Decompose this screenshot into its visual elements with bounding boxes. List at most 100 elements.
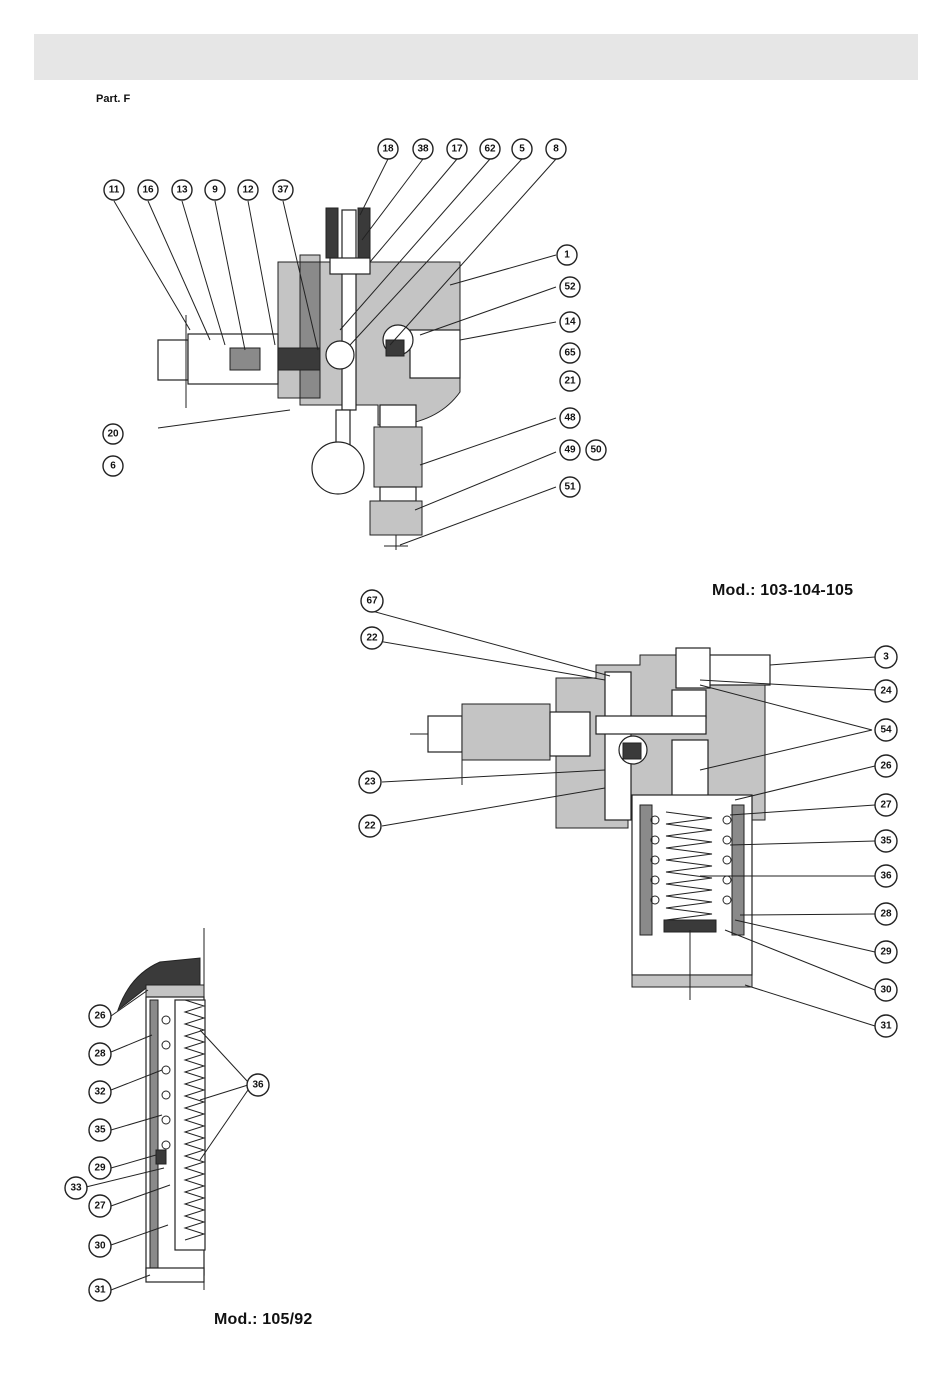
callout-3: 3 — [875, 646, 897, 668]
svg-text:28: 28 — [94, 1049, 106, 1060]
svg-text:65: 65 — [564, 348, 576, 359]
svg-text:22: 22 — [364, 821, 376, 832]
callout-49: 49 — [560, 440, 580, 460]
svg-text:31: 31 — [94, 1285, 106, 1296]
svg-text:28: 28 — [880, 909, 892, 920]
svg-text:13: 13 — [176, 185, 188, 196]
svg-text:35: 35 — [880, 836, 892, 847]
callout-67: 67 — [361, 590, 383, 612]
callout-37: 37 — [273, 180, 293, 200]
callout-28: 28 — [875, 903, 897, 925]
svg-text:20: 20 — [107, 429, 119, 440]
svg-text:26: 26 — [94, 1011, 106, 1022]
svg-text:22: 22 — [366, 633, 378, 644]
svg-text:27: 27 — [880, 800, 892, 811]
svg-text:29: 29 — [880, 947, 892, 958]
callout-9: 9 — [205, 180, 225, 200]
callout-26: 26 — [875, 755, 897, 777]
svg-text:67: 67 — [366, 596, 378, 607]
callout-35: 35 — [89, 1119, 111, 1141]
callout-29: 29 — [875, 941, 897, 963]
callout-30: 30 — [875, 979, 897, 1001]
svg-text:36: 36 — [252, 1080, 264, 1091]
svg-text:31: 31 — [880, 1021, 892, 1032]
svg-text:16: 16 — [142, 185, 154, 196]
svg-text:11: 11 — [109, 185, 120, 196]
callout-8: 8 — [546, 139, 566, 159]
diagram-3-body — [118, 928, 205, 1290]
callout-28: 28 — [89, 1043, 111, 1065]
svg-text:5: 5 — [519, 144, 525, 155]
callout-23: 23 — [359, 771, 381, 793]
callout-36: 36 — [247, 1074, 269, 1096]
callout-31: 31 — [89, 1279, 111, 1301]
callout-6: 6 — [103, 456, 123, 476]
callout-32: 32 — [89, 1081, 111, 1103]
svg-text:30: 30 — [880, 985, 892, 996]
svg-text:21: 21 — [564, 376, 576, 387]
callout-13: 13 — [172, 180, 192, 200]
svg-text:49: 49 — [564, 445, 576, 456]
callout-27: 27 — [875, 794, 897, 816]
svg-text:32: 32 — [94, 1087, 106, 1098]
callout-52: 52 — [560, 277, 580, 297]
diagram-2-body — [410, 648, 770, 1000]
callout-38: 38 — [413, 139, 433, 159]
callout-17: 17 — [447, 139, 467, 159]
svg-text:9: 9 — [212, 185, 218, 196]
svg-text:33: 33 — [70, 1183, 82, 1194]
callout-48: 48 — [560, 408, 580, 428]
callout-27: 27 — [89, 1195, 111, 1217]
callout-22-bottom: 22 — [359, 815, 381, 837]
callout-5: 5 — [512, 139, 532, 159]
callout-65: 65 — [560, 343, 580, 363]
callout-26: 26 — [89, 1005, 111, 1027]
callout-33: 33 — [65, 1177, 87, 1199]
svg-text:6: 6 — [110, 461, 116, 472]
svg-text:62: 62 — [484, 144, 496, 155]
callout-35: 35 — [875, 830, 897, 852]
svg-text:24: 24 — [880, 686, 892, 697]
svg-text:14: 14 — [564, 317, 576, 328]
callout-62: 62 — [480, 139, 500, 159]
svg-text:50: 50 — [590, 445, 602, 456]
svg-text:51: 51 — [564, 482, 576, 493]
svg-text:54: 54 — [880, 725, 892, 736]
callout-30: 30 — [89, 1235, 111, 1257]
callout-14: 14 — [560, 312, 580, 332]
svg-text:27: 27 — [94, 1201, 106, 1212]
callout-22-top: 22 — [361, 627, 383, 649]
svg-text:29: 29 — [94, 1163, 106, 1174]
svg-text:18: 18 — [382, 144, 394, 155]
callout-1: 1 — [557, 245, 577, 265]
callout-12: 12 — [238, 180, 258, 200]
svg-text:36: 36 — [880, 871, 892, 882]
callout-54: 54 — [875, 719, 897, 741]
diagram-1-body — [158, 208, 460, 550]
svg-text:38: 38 — [417, 144, 429, 155]
svg-text:23: 23 — [364, 777, 376, 788]
svg-text:35: 35 — [94, 1125, 106, 1136]
callout-36: 36 — [875, 865, 897, 887]
svg-text:48: 48 — [564, 413, 576, 424]
callout-18: 18 — [378, 139, 398, 159]
callout-20: 20 — [103, 424, 123, 444]
callout-11: 11 — [104, 180, 124, 200]
svg-text:26: 26 — [880, 761, 892, 772]
svg-text:12: 12 — [242, 185, 254, 196]
svg-text:1: 1 — [564, 250, 570, 261]
svg-text:30: 30 — [94, 1241, 106, 1252]
callout-31: 31 — [875, 1015, 897, 1037]
callout-16: 16 — [138, 180, 158, 200]
callout-50: 50 — [586, 440, 606, 460]
callout-21: 21 — [560, 371, 580, 391]
svg-text:52: 52 — [564, 282, 576, 293]
svg-text:17: 17 — [451, 144, 463, 155]
callout-24: 24 — [875, 680, 897, 702]
svg-text:3: 3 — [883, 652, 889, 663]
svg-text:8: 8 — [553, 144, 559, 155]
callout-51: 51 — [560, 477, 580, 497]
svg-text:37: 37 — [277, 185, 289, 196]
callout-29: 29 — [89, 1157, 111, 1179]
